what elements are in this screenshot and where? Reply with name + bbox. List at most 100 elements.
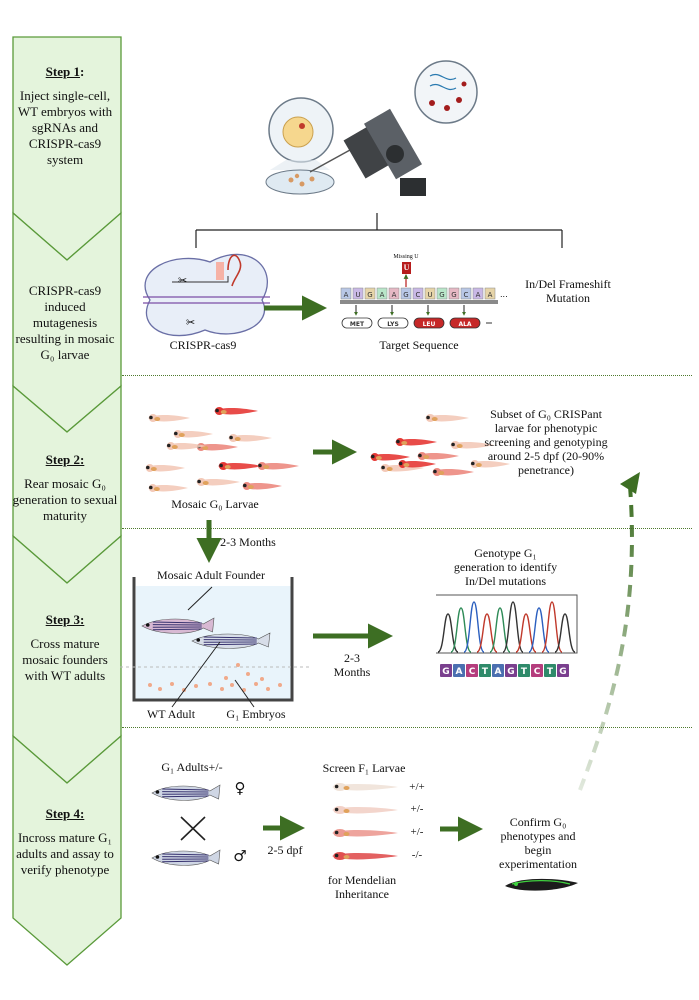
- f1-larva-icon: [332, 852, 398, 860]
- subset-larva-icon: [417, 452, 459, 460]
- f1-larvae-group: [332, 783, 398, 860]
- subset-larva-icon: [398, 460, 436, 468]
- female-g1-adult-fish-icon: [151, 784, 221, 801]
- g1-embryos-label: G₁ Embryos: [226, 707, 286, 721]
- subset-larvae-group-right: [370, 414, 510, 476]
- embryo-dot: [246, 672, 250, 676]
- embryo-dot: [158, 687, 162, 691]
- screen-f1-label: Screen F₁ Larvae: [322, 761, 406, 775]
- seq-base-letter: C: [534, 667, 541, 677]
- target-sequence-label: Target Sequence: [379, 338, 459, 352]
- mosaic-larva-icon: [257, 462, 299, 470]
- crispr-label: CRISPR-cas9: [169, 338, 237, 352]
- base-box: [340, 287, 352, 300]
- step-3-block: Step 3: Cross mature mosaic founders wit…: [12, 612, 118, 684]
- mosaic-larva-icon: [166, 442, 206, 450]
- injection-rig-icon: [265, 60, 478, 196]
- mosaic-larva-icon: [196, 443, 238, 451]
- codon-pill: [341, 317, 373, 329]
- base-letter: A: [476, 291, 481, 299]
- subset-larva-icon: [450, 441, 494, 449]
- base-box: [352, 287, 364, 300]
- step-1-title: Step 1: [45, 64, 80, 79]
- separator-2: [122, 528, 692, 529]
- female-symbol-icon: ♀: [234, 779, 246, 797]
- mosaic-larva-icon: [173, 430, 213, 438]
- mosaic-larvae-label: Mosaic G₀ Larvae: [171, 497, 259, 511]
- wt-adult-fish-icon: [191, 632, 271, 649]
- genotype-4: -/-: [411, 849, 423, 861]
- founder-label: Mosaic Adult Founder: [157, 568, 265, 582]
- step-3-text: Cross mature mosaic founders with WT adu…: [22, 636, 108, 683]
- base-box: [484, 287, 496, 300]
- tank-callout-lines: [171, 586, 255, 708]
- step-1b-text: CRISPR-cas9 induced mutagenesis resultin…: [15, 283, 115, 362]
- base-letter: A: [488, 291, 493, 299]
- codon-pill: [377, 317, 409, 329]
- subset-larva-icon: [425, 414, 469, 422]
- base-letter: A: [344, 291, 349, 299]
- cross-icon: [180, 816, 206, 841]
- seq-base-letter: G: [507, 667, 514, 677]
- mosaic-larva-icon: [145, 464, 185, 472]
- step-4-title: Step 4:: [45, 806, 85, 821]
- feedback-dashed-arrow: [578, 485, 634, 791]
- base-letter: G: [403, 291, 408, 299]
- seq-base-box: [505, 664, 517, 677]
- base-letter: U: [427, 291, 432, 299]
- step-chevron-column: [12, 36, 122, 966]
- base-letter: A: [380, 291, 385, 299]
- seq-base-box: [453, 664, 465, 677]
- step-1-colon: :: [79, 64, 85, 79]
- mendel-label: for Mendelian Inheritance: [327, 873, 397, 901]
- embryo-dot: [208, 682, 212, 686]
- f1-larva-icon: [332, 829, 398, 837]
- embryo-dot: [170, 682, 174, 686]
- missing-base-box: [402, 262, 411, 274]
- seq-base-box: [531, 664, 543, 677]
- embryo-dot: [224, 676, 228, 680]
- chromatogram-graphic: [436, 594, 578, 654]
- step-2-title: Step 2:: [45, 452, 85, 467]
- step-2-block: Step 2: Rear mosaic G₀ generation to sex…: [12, 452, 118, 524]
- male-symbol-icon: ♂: [233, 847, 247, 865]
- confirm-label: Confirm G₀ phenotypes and begin experime…: [499, 815, 577, 871]
- base-box: [400, 287, 412, 300]
- missing-base-label: Missing U: [393, 254, 419, 260]
- seq-base-box: [479, 664, 491, 677]
- scissors-icon-top: ✂: [178, 274, 187, 287]
- seq-base-letter: C: [469, 667, 476, 677]
- embryo-dot: [278, 683, 282, 687]
- mosaic-larva-icon: [214, 407, 258, 415]
- feedback-arrow-head: [620, 472, 640, 494]
- base-box: [412, 287, 424, 300]
- step-3-title: Step 3:: [45, 612, 85, 627]
- seq-base-box: [557, 664, 569, 677]
- ellipsis: ...: [500, 290, 508, 299]
- mosaic-larva-icon: [148, 414, 190, 422]
- base-letter: C: [416, 291, 421, 299]
- seq-base-box: [440, 664, 452, 677]
- codon-label: ALA: [458, 321, 471, 328]
- mosaic-larva-icon: [218, 462, 262, 470]
- row3-months-label: 2-3 Months: [333, 651, 371, 679]
- base-letter: A: [392, 291, 397, 299]
- embryo-dot: [236, 663, 240, 667]
- seq-base-letter: A: [456, 667, 463, 677]
- male-g1-adult-fish-icon: [151, 849, 221, 866]
- seq-base-letter: G: [442, 667, 449, 677]
- wt-adult-label: WT Adult: [146, 707, 196, 721]
- codon-label: MET: [350, 321, 365, 328]
- separator-3: [122, 727, 692, 728]
- codon-pill: [413, 317, 445, 329]
- genotype-3: +/-: [410, 826, 424, 838]
- genotype-2: +/-: [410, 803, 424, 815]
- codon-label: LEU: [423, 321, 436, 328]
- embryo-dot: [230, 683, 234, 687]
- mosaic-larva-icon: [242, 482, 282, 490]
- missing-base-letter: U: [403, 263, 410, 272]
